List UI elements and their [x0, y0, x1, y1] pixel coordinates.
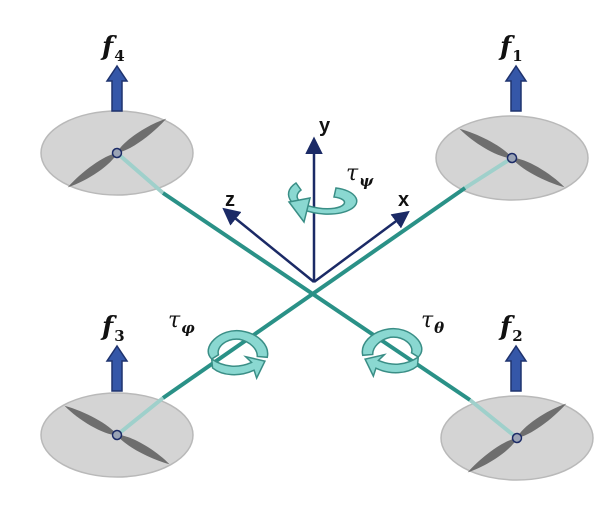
up-arrow-icon — [105, 344, 129, 392]
label-axis-y: y — [319, 115, 331, 137]
label-axis-z: z — [225, 189, 235, 211]
label-f3: f3 — [100, 312, 125, 345]
x-axis — [313, 210, 410, 284]
arm-segment-light — [468, 398, 519, 440]
up-arrow-icon — [105, 64, 129, 112]
curved-rotation-arrow-icon — [207, 329, 269, 381]
up-arrow-icon — [504, 64, 528, 112]
arm-segment-light — [115, 396, 165, 437]
label-f4: f4 — [100, 32, 125, 65]
arm-segment-light — [463, 156, 514, 190]
label-tau-theta: τθ — [421, 308, 444, 337]
up-arrow-icon — [504, 344, 528, 392]
propeller-icon — [459, 128, 565, 188]
curved-rotation-arrow-icon — [287, 181, 358, 224]
arm-front-left-rear-right — [161, 191, 472, 402]
label-f2: f2 — [498, 312, 523, 345]
z-axis — [222, 207, 315, 283]
curved-rotation-arrow-icon — [361, 327, 423, 379]
label-tau-phi: τφ — [168, 308, 195, 337]
label-f1: f1 — [498, 32, 523, 65]
label-axis-x: x — [398, 189, 409, 211]
frame-arms — [115, 151, 519, 440]
propeller-icon — [467, 403, 567, 473]
arm-segment-light — [115, 151, 165, 195]
label-tau-psi: τψ — [346, 161, 374, 190]
propeller-icon — [64, 405, 170, 465]
propeller-icon — [67, 118, 167, 188]
